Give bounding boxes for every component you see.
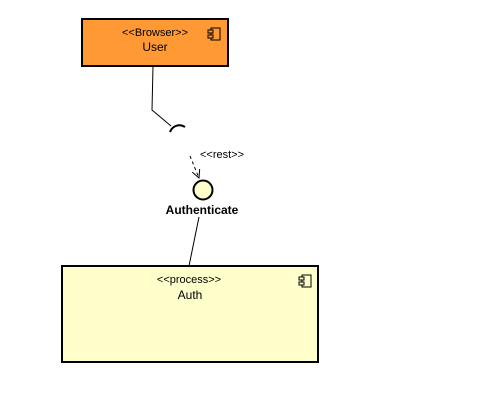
interface-provider-line xyxy=(188,216,200,267)
component-auth-name: Auth xyxy=(178,288,203,302)
required-interface-connector xyxy=(151,65,186,133)
interface-authenticate[interactable]: Authenticate xyxy=(166,179,239,218)
component-user-box[interactable] xyxy=(81,18,229,67)
component-user-stereotype: <<Browser>> xyxy=(122,27,188,39)
component-user[interactable]: <<Browser>> User xyxy=(81,18,229,67)
component-auth-box[interactable] xyxy=(61,265,319,363)
component-icon xyxy=(298,274,312,288)
component-auth[interactable]: <<process>> Auth xyxy=(61,265,319,363)
interface-name: Authenticate xyxy=(166,203,239,217)
component-auth-stereotype: <<process>> xyxy=(157,274,221,286)
interface-lollipop[interactable] xyxy=(192,179,214,201)
socket-arc xyxy=(169,124,186,133)
dependency-stereotype: <<rest>> xyxy=(200,149,244,161)
rest-dependency: <<rest>> xyxy=(189,149,244,178)
component-user-name: User xyxy=(142,40,167,54)
component-icon xyxy=(207,27,221,41)
